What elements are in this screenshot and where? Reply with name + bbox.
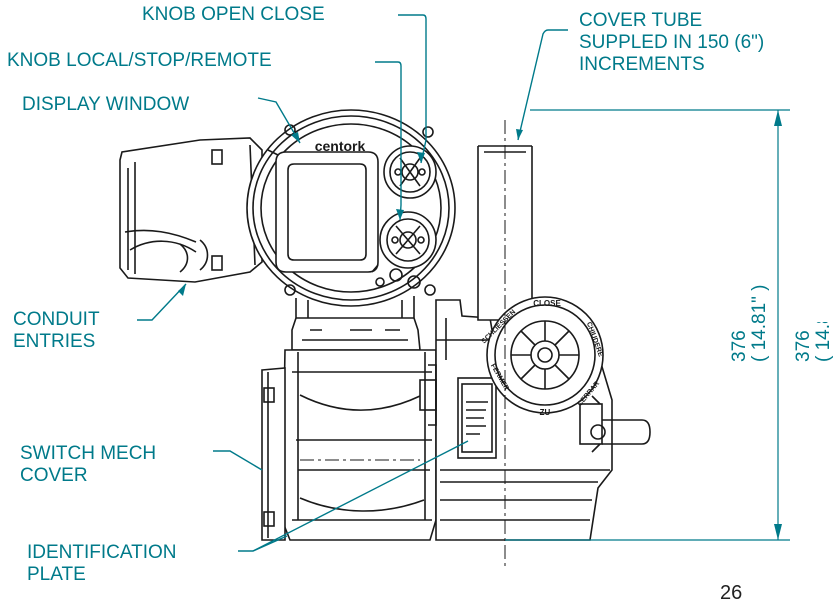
leader-cover-tube [517, 29, 568, 141]
label-identification-plate-line-2: PLATE [27, 564, 86, 585]
brand-mark: centork [315, 138, 366, 154]
label-switch-mech-cover-line-1: SWITCH MECH [20, 443, 157, 464]
leader-conduit-entries [137, 283, 187, 321]
switch-mech-cover [261, 367, 286, 541]
knob-open-close [383, 145, 437, 199]
leader-knob-open-close [398, 14, 427, 164]
handwheel-mark-close: CLOSE [533, 299, 561, 308]
handwheel-mark-zu: ZU [540, 408, 551, 417]
label-identification-plate: IDENTIFICATION PLATE [27, 542, 177, 586]
conduit-entry-housing [119, 137, 263, 283]
label-cover-tube-line-1: COVER TUBE [579, 10, 703, 31]
dimension-second: 376 ( 14.81" ) [794, 300, 833, 362]
dimension-first-inch: ( 14.81" ) [749, 284, 770, 362]
leader-switch-mech-cover [213, 450, 263, 471]
label-switch-mech-cover: SWITCH MECH COVER [20, 443, 156, 487]
label-display-window: DISPLAY WINDOW [22, 94, 190, 115]
label-conduit-entries-line-1: CONDUIT [13, 309, 100, 330]
label-cover-tube-line-3: INCREMENTS [579, 54, 705, 75]
gearbox-body [281, 349, 437, 541]
lower-fasteners [375, 268, 421, 289]
dimension-second-mm: 376 [794, 330, 814, 362]
page-number: 26 [720, 582, 743, 604]
leader-knob-local-stop-remote [375, 61, 402, 221]
label-cover-tube: COVER TUBE SUPPLED IN 150 (6") INCREMENT… [579, 10, 764, 76]
dimension-first: 376 ( 14.81" ) [729, 284, 770, 362]
label-conduit-entries: CONDUIT ENTRIES [13, 309, 100, 353]
handwheel [486, 296, 604, 414]
dimension-first-mm: 376 [729, 330, 750, 362]
label-knob-open-close: KNOB OPEN CLOSE [142, 4, 325, 25]
label-switch-mech-cover-line-2: COVER [20, 465, 88, 486]
leader-display-window [257, 97, 301, 144]
label-knob-local-stop-remote: KNOB LOCAL/STOP/REMOTE [7, 50, 272, 71]
identification-plate [457, 377, 497, 459]
label-cover-tube-line-2: SUPPLED IN 150 (6") [579, 32, 765, 53]
dimension-second-inch: ( 14.81" ) [814, 322, 833, 362]
leader-identification-plate-b [252, 440, 469, 552]
handwheel-lever [579, 395, 651, 453]
display-window [267, 149, 379, 273]
knob-local-stop-remote [379, 211, 437, 269]
label-conduit-entries-line-2: ENTRIES [13, 331, 96, 352]
label-identification-plate-line-1: IDENTIFICATION [27, 542, 177, 563]
